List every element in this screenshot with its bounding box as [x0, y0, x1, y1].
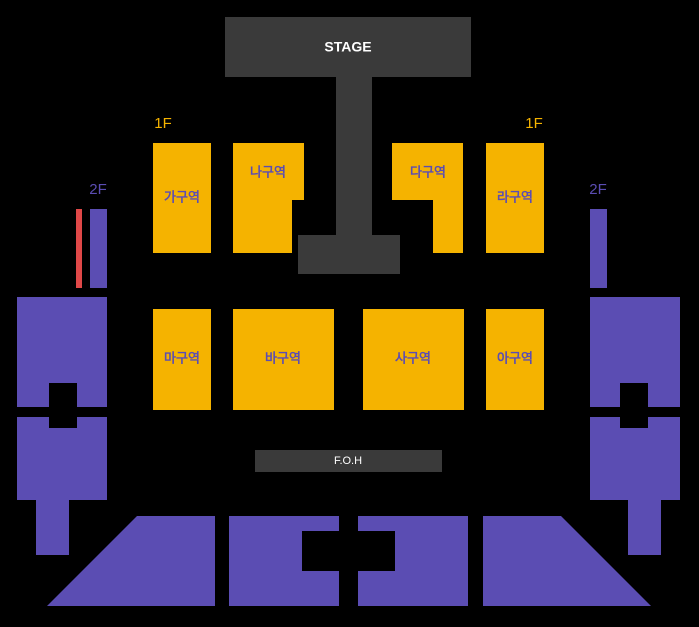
- foh-label: F.O.H: [334, 455, 362, 467]
- floor-2f-label-left: 2F: [89, 181, 107, 198]
- foh-booth: F.O.H: [255, 450, 442, 472]
- stage-label: STAGE: [324, 39, 371, 55]
- zone-ba-label: 바구역: [265, 351, 301, 367]
- zone-ba[interactable]: 바구역: [233, 309, 334, 410]
- zone-ma-label: 마구역: [164, 351, 200, 367]
- zone-da[interactable]: 다구역: [392, 143, 463, 253]
- stage: STAGE: [225, 17, 471, 274]
- accent-bar-red: [76, 209, 82, 288]
- zone-sa-label: 사구역: [395, 351, 431, 367]
- zone-na[interactable]: 나구역: [233, 143, 304, 253]
- zone-ra[interactable]: 라구역: [486, 143, 544, 253]
- zone-ga-label: 가구역: [164, 190, 200, 206]
- zone-sa[interactable]: 사구역: [363, 309, 464, 410]
- zone-ma[interactable]: 마구역: [153, 309, 211, 410]
- floor-2f-label-right: 2F: [589, 181, 607, 198]
- floor-1f-label-left: 1F: [154, 115, 172, 132]
- zone-a-label: 아구역: [497, 351, 533, 367]
- floor-2f-right-section[interactable]: [590, 209, 680, 555]
- zone-na-label: 나구역: [250, 165, 286, 181]
- zone-da-label: 다구역: [410, 165, 446, 181]
- floor-1f-label-right: 1F: [525, 115, 543, 132]
- zone-a[interactable]: 아구역: [486, 309, 544, 410]
- floor-2f-left-section[interactable]: [17, 209, 107, 555]
- zone-ra-label: 라구역: [497, 190, 533, 206]
- floor-2f-bottom-section[interactable]: [47, 516, 651, 606]
- zone-ga[interactable]: 가구역: [153, 143, 211, 253]
